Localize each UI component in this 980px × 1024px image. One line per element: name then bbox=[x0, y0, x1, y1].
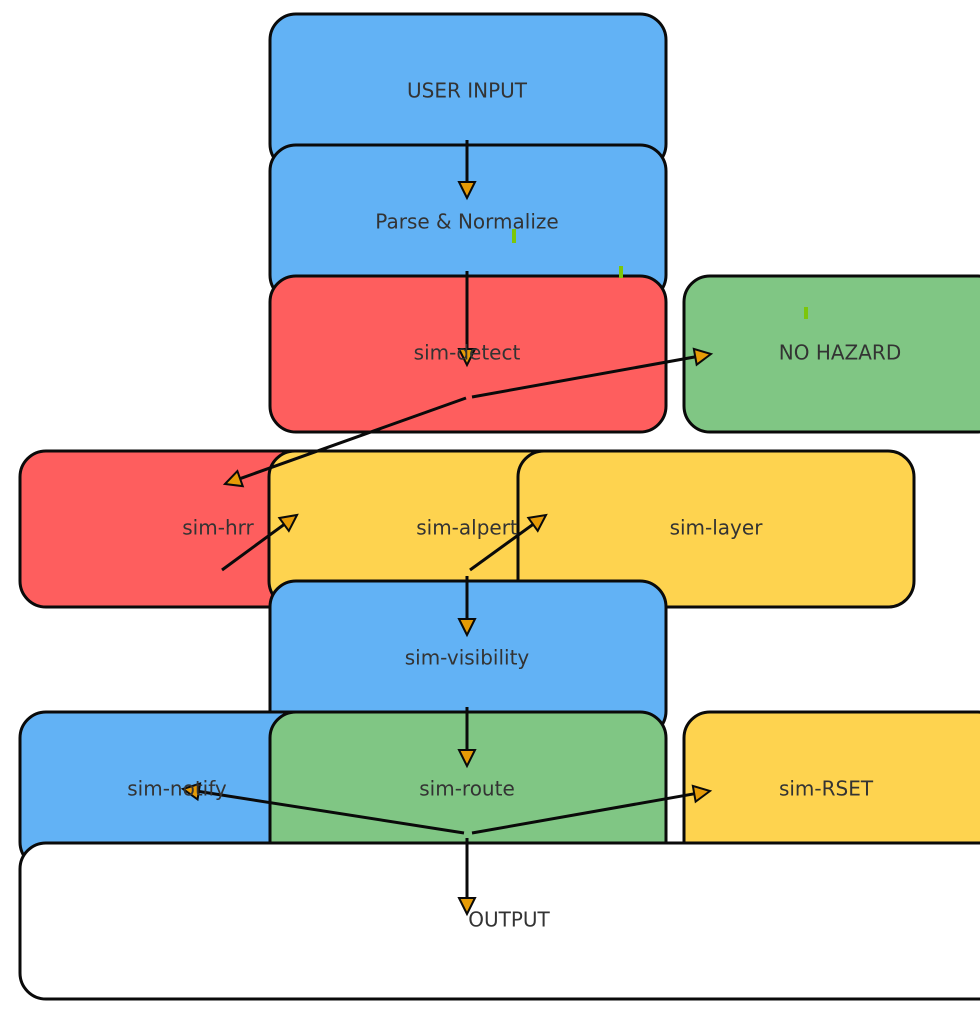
edge-line bbox=[469, 521, 536, 572]
edge-sim-layer-to-sim-visibility bbox=[457, 576, 477, 638]
edge-sim-detect-to-sim-hrr bbox=[222, 396, 467, 488]
node-label-sim-hrr: sim-hrr bbox=[182, 516, 254, 540]
edge-sim-hrr-to-sim-alpert bbox=[221, 513, 299, 572]
arrowhead-icon bbox=[457, 897, 477, 917]
node-label-sim-route: sim-route bbox=[419, 777, 515, 801]
node-label-no-hazard: NO HAZARD bbox=[779, 341, 901, 365]
node-box-no-hazard bbox=[682, 274, 980, 434]
edge-sim-detect-to-no-hazard bbox=[471, 347, 714, 399]
node-label-sim-layer: sim-layer bbox=[670, 516, 764, 540]
node-no-hazard bbox=[682, 274, 980, 434]
arrowhead-icon bbox=[692, 347, 714, 367]
node-label-output: OUTPUT bbox=[468, 908, 550, 932]
arrowhead-icon bbox=[457, 749, 477, 769]
marks-layer bbox=[512, 229, 808, 319]
edge-line bbox=[471, 791, 697, 835]
node-box-sim-layer bbox=[516, 449, 916, 609]
arrowhead-icon bbox=[457, 181, 477, 201]
edge-parse-normalize-to-sim-detect bbox=[457, 271, 477, 368]
node-label-sim-rset: sim-RSET bbox=[779, 777, 874, 801]
edge-line bbox=[221, 522, 287, 572]
node-label-sim-notify: sim-notify bbox=[127, 777, 227, 801]
edge-user-input-to-parse-normalize bbox=[457, 140, 477, 201]
edge-sim-route-to-output bbox=[457, 838, 477, 917]
node-label-sim-visibility: sim-visibility bbox=[405, 646, 530, 670]
arrowhead-icon bbox=[222, 469, 245, 488]
edge-line bbox=[471, 355, 698, 399]
edge-sim-route-to-sim-notify bbox=[180, 782, 465, 835]
arrowhead-icon bbox=[180, 782, 202, 802]
edge-line bbox=[237, 396, 467, 481]
node-output bbox=[18, 841, 980, 1001]
node-label-parse-normalize: Parse & Normalize bbox=[375, 210, 558, 234]
edge-sim-alpert-to-sim-layer bbox=[469, 513, 548, 572]
tick-mark bbox=[619, 266, 623, 278]
tick-mark bbox=[512, 229, 516, 243]
edges-layer bbox=[180, 140, 714, 917]
nodes-layer bbox=[18, 12, 980, 1001]
node-label-user-input: USER INPUT bbox=[407, 79, 528, 103]
edge-sim-visibility-to-sim-route bbox=[457, 707, 477, 769]
edge-sim-route-to-sim-rset bbox=[471, 784, 713, 835]
node-sim-layer bbox=[516, 449, 916, 609]
arrowhead-icon bbox=[457, 618, 477, 638]
node-label-sim-alpert: sim-alpert bbox=[416, 516, 518, 540]
arrowhead-icon bbox=[691, 784, 713, 804]
tick-mark bbox=[804, 307, 808, 319]
labels-layer: USER INPUT Parse & Normalize sim-detect NO … bbox=[127, 79, 901, 932]
node-box-output bbox=[18, 841, 980, 1001]
node-label-sim-detect: sim-detect bbox=[414, 341, 521, 365]
arrowhead-icon bbox=[526, 513, 548, 533]
edge-line bbox=[196, 789, 465, 835]
arrowhead-icon bbox=[277, 513, 299, 533]
arrowhead-icon bbox=[457, 348, 477, 368]
